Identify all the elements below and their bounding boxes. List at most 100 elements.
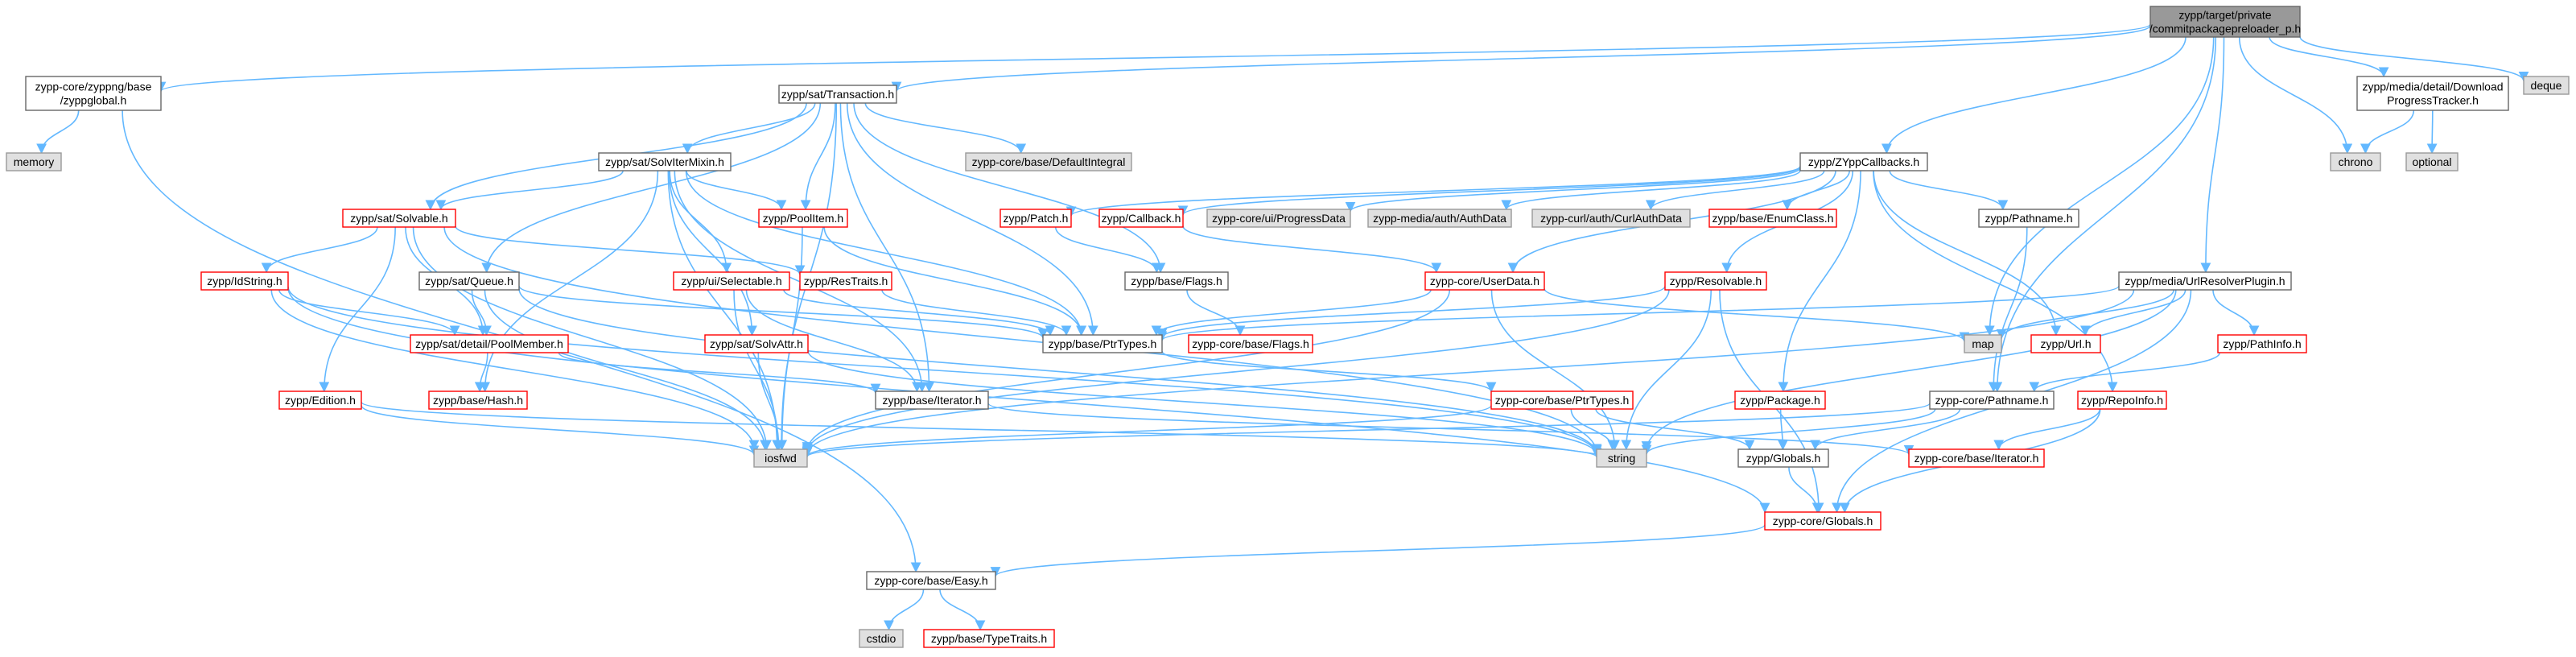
header-node-coreiterator[interactable]: zypp-core/base/Iterator.h xyxy=(1908,448,2045,468)
node-box xyxy=(1531,209,1691,228)
header-node-pathname[interactable]: zypp/Pathname.h xyxy=(1978,209,2079,228)
include-edge-idstring-to-coreglobals xyxy=(287,287,1770,514)
include-edge-root-to-map xyxy=(1984,36,2215,337)
node-box xyxy=(999,209,1072,228)
header-node-enumclass[interactable]: zypp/base/EnumClass.h xyxy=(1708,209,1837,228)
include-edge-solvable-to-edition xyxy=(319,226,396,393)
header-node-coreglobals[interactable]: zypp-core/Globals.h xyxy=(1764,511,1882,531)
header-node-baseflags[interactable]: zypp/base/Flags.h xyxy=(1124,271,1229,291)
include-edge-corepathname-to-iosfwd xyxy=(802,403,1931,458)
include-edge-queue-to-iosfwd xyxy=(484,289,770,451)
header-node-zyppcallbacks[interactable]: zypp/ZYppCallbacks.h xyxy=(1799,152,1928,171)
header-node-corepathname[interactable]: zypp-core/Pathname.h xyxy=(1929,390,2055,410)
include-edge-restraits-to-baseptrtypes xyxy=(881,289,1072,337)
header-node-patch[interactable]: zypp/Patch.h xyxy=(999,209,1072,228)
node-box xyxy=(875,390,989,410)
header-node-solvable[interactable]: zypp/sat/Solvable.h xyxy=(342,209,456,228)
header-node-restraits[interactable]: zypp/ResTraits.h xyxy=(799,271,892,291)
header-node-poolmember[interactable]: zypp/sat/detail/PoolMember.h xyxy=(410,334,569,353)
header-node-hash[interactable]: zypp/base/Hash.h xyxy=(428,390,528,410)
node-label: zypp-core/ui/ProgressData xyxy=(1212,212,1346,225)
include-edge-patch-to-baseflags xyxy=(1054,226,1162,274)
header-node-edition[interactable]: zypp/Edition.h xyxy=(278,390,362,410)
header-node-pathinfo[interactable]: zypp/PathInfo.h xyxy=(2217,334,2307,353)
header-node-repoinfo[interactable]: zypp/RepoInfo.h xyxy=(2077,390,2167,410)
node-label: zypp/sat/Solvable.h xyxy=(350,212,447,225)
header-node-typetraits[interactable]: zypp/base/TypeTraits.h xyxy=(923,629,1055,648)
header-node-resolvable[interactable]: zypp/Resolvable.h xyxy=(1664,271,1767,291)
header-node-userdata[interactable]: zypp-core/UserData.h xyxy=(1424,271,1545,291)
header-node-queue[interactable]: zypp/sat/Queue.h xyxy=(418,271,520,291)
node-box xyxy=(859,629,904,648)
node-label: zypp-core/base/Flags.h xyxy=(1192,337,1309,350)
include-edge-transaction-to-baseiterator xyxy=(839,102,934,393)
header-node-root[interactable]: zypp/target/private/commitpackagepreload… xyxy=(2149,6,2301,38)
include-edge-root-to-zyppglobal xyxy=(156,23,2151,93)
header-node-solviter[interactable]: zypp/sat/SolvIterMixin.h xyxy=(598,152,732,171)
node-box xyxy=(2030,334,2101,353)
include-edge-root-to-chrono xyxy=(2238,36,2353,155)
header-node-defaultintegral: zypp-core/base/DefaultIntegral xyxy=(965,152,1132,171)
header-node-callback[interactable]: zypp/Callback.h xyxy=(1098,209,1184,228)
header-node-transaction[interactable]: zypp/sat/Transaction.h xyxy=(778,85,897,104)
header-node-optional: optional xyxy=(2405,152,2459,171)
node-label: cstdio xyxy=(867,632,896,645)
header-node-string: string xyxy=(1596,448,1647,468)
header-node-urlresolver[interactable]: zypp/media/UrlResolverPlugin.h xyxy=(2118,271,2292,291)
header-node-poolitem[interactable]: zypp/PoolItem.h xyxy=(758,209,848,228)
node-label: zypp/RepoInfo.h xyxy=(2081,394,2163,407)
include-edge-zyppcallbacks-to-repoinfo xyxy=(1873,170,2118,393)
node-box xyxy=(704,334,809,353)
node-label: zypp/base/Hash.h xyxy=(433,394,523,407)
node-box xyxy=(200,271,289,291)
header-node-coreptrtypes[interactable]: zypp-core/base/PtrTypes.h xyxy=(1490,390,1634,410)
node-box xyxy=(923,629,1055,648)
include-edge-globals-to-coreglobals xyxy=(1788,466,1823,514)
node-label: zypp-core/Globals.h xyxy=(1773,514,1873,527)
node-label: chrono xyxy=(2339,155,2373,168)
node-label: iosfwd xyxy=(765,452,797,465)
header-node-progressdata: zypp-core/ui/ProgressData xyxy=(1206,209,1351,228)
include-edge-zyppcallbacks-to-media_authdata xyxy=(1501,170,1801,211)
node-box xyxy=(2330,152,2381,171)
include-edge-zyppcallbacks-to-pathname xyxy=(1889,170,2009,211)
node-label: zypp/target/private xyxy=(2178,9,2271,22)
header-node-selectable[interactable]: zypp/ui/Selectable.h xyxy=(673,271,790,291)
header-node-idstring[interactable]: zypp/IdString.h xyxy=(200,271,289,291)
node-label: zypp/base/TypeTraits.h xyxy=(931,632,1047,645)
include-edge-edition-to-iosfwd xyxy=(361,405,760,457)
header-node-globals[interactable]: zypp/Globals.h xyxy=(1737,448,1829,468)
header-node-package[interactable]: zypp/Package.h xyxy=(1734,390,1826,410)
node-label: zypp/media/detail/Download xyxy=(2362,81,2503,93)
node-label: zypp/Package.h xyxy=(1740,394,1820,407)
include-edge-poolmember-to-baseiterator xyxy=(558,352,881,395)
node-label: zypp/ZYppCallbacks.h xyxy=(1808,155,1919,168)
include-edge-transaction-to-defaultintegral xyxy=(864,102,1027,155)
node-label: zypp/sat/SolvIterMixin.h xyxy=(605,155,724,168)
header-node-url[interactable]: zypp/Url.h xyxy=(2030,334,2101,353)
header-node-coreflags[interactable]: zypp-core/base/Flags.h xyxy=(1188,334,1313,353)
node-box xyxy=(753,448,808,468)
include-edge-poolmember-to-hash xyxy=(474,352,488,393)
node-box xyxy=(2217,334,2307,353)
node-label: zypp/media/UrlResolverPlugin.h xyxy=(2125,275,2285,287)
node-label: map xyxy=(1972,337,1993,350)
header-node-progresstracker[interactable]: zypp/media/detail/DownloadProgressTracke… xyxy=(2356,76,2509,111)
header-node-solvattr[interactable]: zypp/sat/SolvAttr.h xyxy=(704,334,809,353)
include-edge-baseflags-to-coreflags xyxy=(1186,289,1246,337)
include-edge-userdata-to-map xyxy=(1544,287,1970,343)
header-node-easy[interactable]: zypp-core/base/Easy.h xyxy=(866,571,996,590)
include-edge-transaction-to-baseptrtypes xyxy=(846,102,1098,337)
header-node-zyppglobal[interactable]: zypp-core/zyppng/base/zyppglobal.h xyxy=(25,76,162,111)
node-label: zypp/sat/SolvAttr.h xyxy=(710,337,803,350)
header-node-baseiterator[interactable]: zypp/base/Iterator.h xyxy=(875,390,989,410)
header-node-baseptrtypes[interactable]: zypp/base/PtrTypes.h xyxy=(1042,334,1163,353)
node-box xyxy=(799,271,892,291)
include-edge-transaction-to-queue xyxy=(481,102,822,274)
include-edge-transaction-to-baseflags xyxy=(853,102,1166,274)
node-label: zypp-core/zyppng/base xyxy=(35,81,152,93)
node-label: zypp-media/auth/AuthData xyxy=(1373,212,1506,225)
node-box xyxy=(1098,209,1184,228)
include-edge-solviter-to-baseiterator xyxy=(674,170,928,393)
